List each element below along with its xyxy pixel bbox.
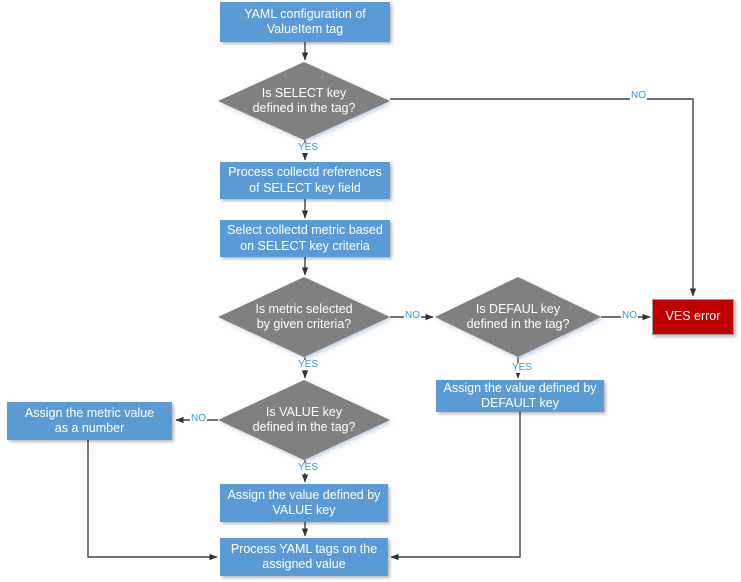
edge-label-select-yes: YES [297,142,320,153]
edge-label-value-yes: YES [297,462,320,473]
node-process-yaml-tags-label: Process YAML tags on the assigned value [230,541,378,571]
node-is-select-key[interactable]: Is SELECT key defined in the tag? [218,62,390,140]
node-is-default-key[interactable]: Is DEFAUL key defined in the tag? [435,277,601,357]
node-assign-value-key-label: Assign the value defined by VALUE key [227,487,381,517]
node-process-yaml-tags[interactable]: Process YAML tags on the assigned value [220,538,388,576]
edge-label-metric-yes: YES [297,359,320,370]
node-is-metric-selected[interactable]: Is metric selected by given criteria? [218,277,390,357]
edge-metricnumber-to-processyaml [87,440,218,561]
edge-label-default-no: NO [621,310,638,321]
node-assign-value-key[interactable]: Assign the value defined by VALUE key [220,484,388,522]
node-start-label: YAML configuration of ValueItem tag [244,6,366,36]
edge-label-value-no: NO [190,413,207,424]
node-process-collectd-references-label: Process collectd references of SELECT ke… [228,165,382,195]
edge-default-to-processyaml [390,412,521,561]
node-start[interactable]: YAML configuration of ValueItem tag [220,2,390,42]
edge-label-default-yes: YES [511,362,534,373]
edge-label-metric-no: NO [404,310,421,321]
node-select-collectd-metric-label: Select collectd metric based on SELECT k… [227,223,383,253]
node-select-collectd-metric[interactable]: Select collectd metric based on SELECT k… [220,220,390,257]
edge-label-select-no: NO [630,90,647,101]
node-process-collectd-references[interactable]: Process collectd references of SELECT ke… [220,162,390,199]
node-ves-error-label: VES error [665,309,721,324]
node-is-value-key-label: Is VALUE key defined in the tag? [252,404,356,434]
node-ves-error[interactable]: VES error [652,299,734,335]
node-is-value-key[interactable]: Is VALUE key defined in the tag? [218,380,390,460]
node-assign-metric-as-number-label: Assign the metric value as a number [24,405,155,435]
edge-select-no-to-error [390,98,697,297]
node-is-default-key-label: Is DEFAUL key defined in the tag? [466,301,570,331]
node-is-select-key-label: Is SELECT key defined in the tag? [252,85,356,115]
node-assign-default-value[interactable]: Assign the value defined by DEFAULT key [436,380,604,412]
node-assign-metric-as-number[interactable]: Assign the metric value as a number [7,402,172,440]
node-is-metric-selected-label: Is metric selected by given criteria? [255,301,353,331]
node-assign-default-value-label: Assign the value defined by DEFAULT key [443,380,597,410]
